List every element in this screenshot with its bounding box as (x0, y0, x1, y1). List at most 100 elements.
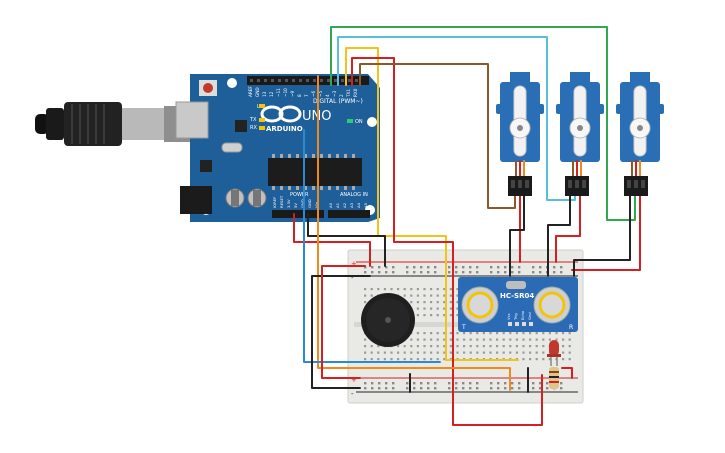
arduino-on-label: ON (355, 119, 363, 125)
breadboard-hole (504, 271, 507, 274)
breadboard-hole (509, 345, 512, 348)
breadboard-hole (371, 387, 374, 390)
breadboard-hole (383, 358, 386, 361)
breadboard-hole (449, 288, 452, 291)
breadboard-hole (455, 387, 458, 390)
breadboard-hole (456, 332, 459, 335)
breadboard-hole (548, 332, 551, 335)
arduino-pin-label: ~5 (318, 90, 323, 97)
arduino-pin-label: ~11 (276, 88, 281, 97)
arduino-pin-label: RX0 (353, 88, 358, 97)
arduino-power-pin-label: RESET (279, 195, 284, 208)
breadboard-hole (423, 288, 426, 291)
breadboard-hole (529, 351, 532, 354)
breadboard-hole (377, 288, 380, 291)
servo-connector-pin (634, 180, 638, 188)
breadboard-hole (449, 307, 452, 310)
breadboard-hole (397, 351, 400, 354)
breadboard-hole (378, 382, 381, 385)
breadboard-hole (364, 358, 367, 361)
breadboard-hole (489, 338, 492, 341)
servo-motor (616, 72, 664, 196)
breadboard-hole (434, 266, 437, 269)
breadboard-hole (430, 345, 433, 348)
breadboard-hole (496, 332, 499, 335)
servo-motor (556, 72, 604, 196)
breadboard-hole (378, 271, 381, 274)
breadboard-hole (448, 271, 451, 274)
breadboard-hole (511, 387, 514, 390)
breadboard-hole (476, 351, 479, 354)
breadboard-hole (568, 332, 571, 335)
breadboard-hole (370, 351, 373, 354)
arduino-rx-label: RX (250, 125, 257, 131)
breadboard-hole (553, 266, 556, 269)
breadboard-hole (378, 387, 381, 390)
breadboard-hole (390, 358, 393, 361)
breadboard-hole (496, 338, 499, 341)
breadboard-hole (392, 266, 395, 269)
sensor-pin (508, 322, 512, 326)
breadboard-hole (489, 332, 492, 335)
breadboard-hole (392, 387, 395, 390)
arduino-analog-pin-label: A2 (342, 202, 347, 208)
breadboard-hole (423, 345, 426, 348)
breadboard-hole (455, 266, 458, 269)
breadboard-hole (436, 314, 439, 317)
breadboard-hole (430, 314, 433, 317)
breadboard-hole (410, 345, 413, 348)
breadboard-hole (385, 271, 388, 274)
sensor-pin-label: Gnd (527, 312, 532, 320)
breadboard-hole (449, 351, 452, 354)
breadboard-hole (392, 271, 395, 274)
breadboard-hole (449, 294, 452, 297)
breadboard-hole (385, 387, 388, 390)
breadboard-hole (436, 358, 439, 361)
sensor-pin-label: Vcc (506, 313, 511, 320)
breadboard-hole (476, 382, 479, 385)
arduino-tx-label: TX (249, 117, 257, 123)
breadboard-hole (511, 271, 514, 274)
servo-connector-pin (511, 180, 515, 188)
breadboard-hole (497, 271, 500, 274)
servo-horn-screw (577, 125, 583, 131)
breadboard-hole (568, 345, 571, 348)
breadboard-hole (502, 338, 505, 341)
breadboard-hole (443, 332, 446, 335)
breadboard-hole (371, 271, 374, 274)
breadboard-hole (364, 382, 367, 385)
breadboard-hole (504, 266, 507, 269)
breadboard-hole (518, 266, 521, 269)
breadboard-hole (420, 387, 423, 390)
breadboard-hole (436, 351, 439, 354)
servo-top (570, 72, 590, 84)
breadboard-hole (539, 382, 542, 385)
breadboard-hole (539, 387, 542, 390)
breadboard-hole (364, 288, 367, 291)
breadboard-hole (364, 266, 367, 269)
breadboard-hole (430, 301, 433, 304)
servo-connector-pin (641, 180, 645, 188)
breadboard-hole (403, 288, 406, 291)
breadboard-hole (448, 266, 451, 269)
arduino-power-pin-label: GND (307, 199, 312, 208)
breadboard-hole (397, 358, 400, 361)
breadboard-hole (542, 351, 545, 354)
breadboard-hole (385, 266, 388, 269)
servo-top (630, 72, 650, 84)
arduino-pin-label: ~9 (290, 90, 295, 97)
breadboard-hole (423, 307, 426, 310)
breadboard-hole (518, 387, 521, 390)
breadboard-hole (420, 271, 423, 274)
breadboard-hole (456, 307, 459, 310)
breadboard-hole (436, 345, 439, 348)
arduino-pin-label: 7 (304, 94, 309, 97)
wire-green (330, 26, 636, 221)
breadboard-hole (423, 314, 426, 317)
breadboard-hole (403, 345, 406, 348)
breadboard-hole (482, 332, 485, 335)
breadboard-hole (410, 294, 413, 297)
breadboard-hole (509, 338, 512, 341)
breadboard-hole (548, 338, 551, 341)
